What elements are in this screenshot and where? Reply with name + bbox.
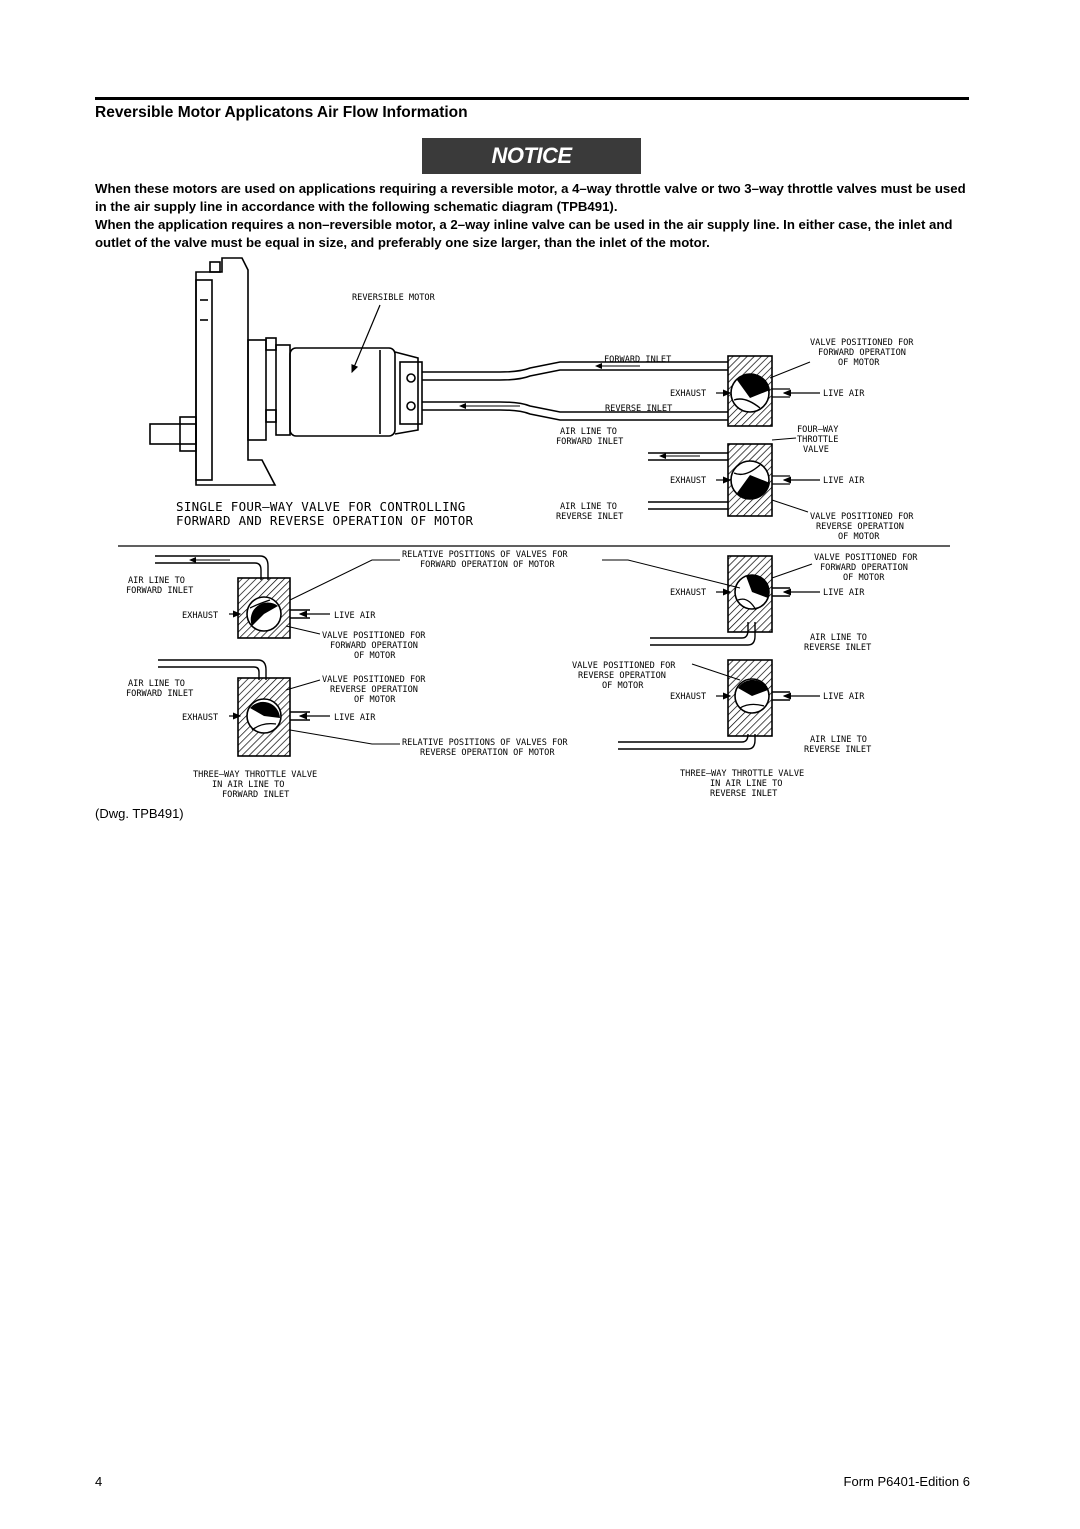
caption-line-2: FORWARD AND REVERSE OPERATION OF MOTOR (176, 513, 474, 528)
label-exhaust-2: EXHAUST (670, 476, 706, 486)
label-live-air-5: LIVE AIR (823, 588, 865, 598)
caption-line-1: SINGLE FOUR–WAY VALVE FOR CONTROLLING (176, 499, 466, 514)
label-of-motor-6: OF MOTOR (602, 681, 644, 691)
four-way-valve-reverse (727, 443, 773, 517)
label-live-air-3: LIVE AIR (334, 611, 376, 621)
label-forward-inlet-4: FORWARD INLET (126, 689, 193, 699)
label-throttle: THROTTLE (797, 435, 838, 445)
label-valve-pos-2: VALVE POSITIONED FOR (810, 512, 914, 522)
label-of-motor-2: OF MOTOR (838, 532, 880, 542)
notice-paragraph-1: When these motors are used on applicatio… (95, 181, 966, 214)
label-reverse-inlet-7: REVERSE INLET (710, 789, 777, 799)
label-live-air-2: LIVE AIR (823, 476, 865, 486)
page-number: 4 (95, 1474, 103, 1489)
label-exhaust-3: EXHAUST (182, 611, 218, 621)
label-live-air-6: LIVE AIR (823, 692, 865, 702)
label-forward-inlet: FORWARD INLET (604, 355, 671, 365)
label-rev-op-6: REVERSE OPERATION (578, 671, 666, 681)
label-rev-op-of-motor: REVERSE OPERATION OF MOTOR (420, 748, 555, 758)
label-rev-op-4: REVERSE OPERATION (330, 685, 418, 695)
label-rel-pos-rev: RELATIVE POSITIONS OF VALVES FOR (402, 738, 568, 748)
header-rule (95, 97, 969, 100)
label-reverse-inlet-2: REVERSE INLET (556, 512, 623, 522)
section-title: Reversible Motor Applicatons Air Flow In… (95, 104, 468, 121)
label-rel-pos-fwd: RELATIVE POSITIONS OF VALVES FOR (402, 550, 568, 560)
label-exhaust-1: EXHAUST (670, 389, 706, 399)
label-forward-inlet-3: FORWARD INLET (126, 586, 193, 596)
label-in-air-line-left: IN AIR LINE TO (212, 780, 284, 790)
label-reversible-motor: REVERSIBLE MOTOR (352, 293, 436, 303)
label-reverse-inlet-6: REVERSE INLET (804, 745, 871, 755)
label-valve-pos-4: VALVE POSITIONED FOR (322, 675, 426, 685)
label-fwd-op-3: FORWARD OPERATION (330, 641, 418, 651)
notice-paragraph-2: When the application requires a non–reve… (95, 217, 953, 250)
airflow-schematic: REVERSIBLE MOTOR FORWARD INLET REVERSE I… (118, 257, 950, 800)
label-forward-inlet-2: FORWARD INLET (556, 437, 623, 447)
label-three-way-left: THREE–WAY THROTTLE VALVE (193, 770, 317, 780)
form-edition: Form P6401-Edition 6 (843, 1474, 970, 1489)
three-way-valve-left-bottom (237, 677, 291, 757)
label-three-way-right: THREE–WAY THROTTLE VALVE (680, 769, 804, 779)
notice-banner: NOTICE (422, 138, 641, 174)
label-valve-pos-5: VALVE POSITIONED FOR (814, 553, 918, 563)
label-live-air-4: LIVE AIR (334, 713, 376, 723)
label-fwd-op-of-motor: FORWARD OPERATION OF MOTOR (420, 560, 555, 570)
label-four-way: FOUR–WAY (797, 425, 839, 435)
label-in-air-line-right: IN AIR LINE TO (710, 779, 782, 789)
label-valve-pos-6: VALVE POSITIONED FOR (572, 661, 676, 671)
label-exhaust-6: EXHAUST (670, 692, 706, 702)
label-forward-inlet-5: FORWARD INLET (222, 790, 289, 800)
label-valve: VALVE (803, 445, 829, 455)
label-of-motor-4: OF MOTOR (354, 695, 396, 705)
three-way-valve-right-bottom (727, 659, 773, 737)
label-valve-pos-1: VALVE POSITIONED FOR (810, 338, 914, 348)
label-air-line-to-5: AIR LINE TO (810, 633, 867, 643)
label-of-motor-5: OF MOTOR (843, 573, 885, 583)
four-way-valve-forward (727, 355, 773, 427)
label-live-air-1: LIVE AIR (823, 389, 865, 399)
three-way-valve-right-top (727, 555, 773, 633)
label-reverse-inlet-5: REVERSE INLET (804, 643, 871, 653)
reversible-motor-drawing (149, 257, 423, 486)
label-air-line-to-4: AIR LINE TO (128, 679, 185, 689)
label-air-line-to-1: AIR LINE TO (560, 427, 617, 437)
label-valve-pos-3: VALVE POSITIONED FOR (322, 631, 426, 641)
label-air-line-to-6: AIR LINE TO (810, 735, 867, 745)
label-of-motor-1: OF MOTOR (838, 358, 880, 368)
drawing-reference: (Dwg. TPB491) (95, 806, 184, 821)
label-fwd-op-5: FORWARD OPERATION (820, 563, 908, 573)
three-way-valve-left-top (237, 577, 291, 639)
label-of-motor-3: OF MOTOR (354, 651, 396, 661)
label-reverse-inlet: REVERSE INLET (605, 404, 672, 414)
label-rev-op-2: REVERSE OPERATION (816, 522, 904, 532)
label-air-line-to-3: AIR LINE TO (128, 576, 185, 586)
label-air-line-to-2: AIR LINE TO (560, 502, 617, 512)
label-exhaust-4: EXHAUST (182, 713, 218, 723)
label-fwd-op-1: FORWARD OPERATION (818, 348, 906, 358)
label-exhaust-5: EXHAUST (670, 588, 706, 598)
